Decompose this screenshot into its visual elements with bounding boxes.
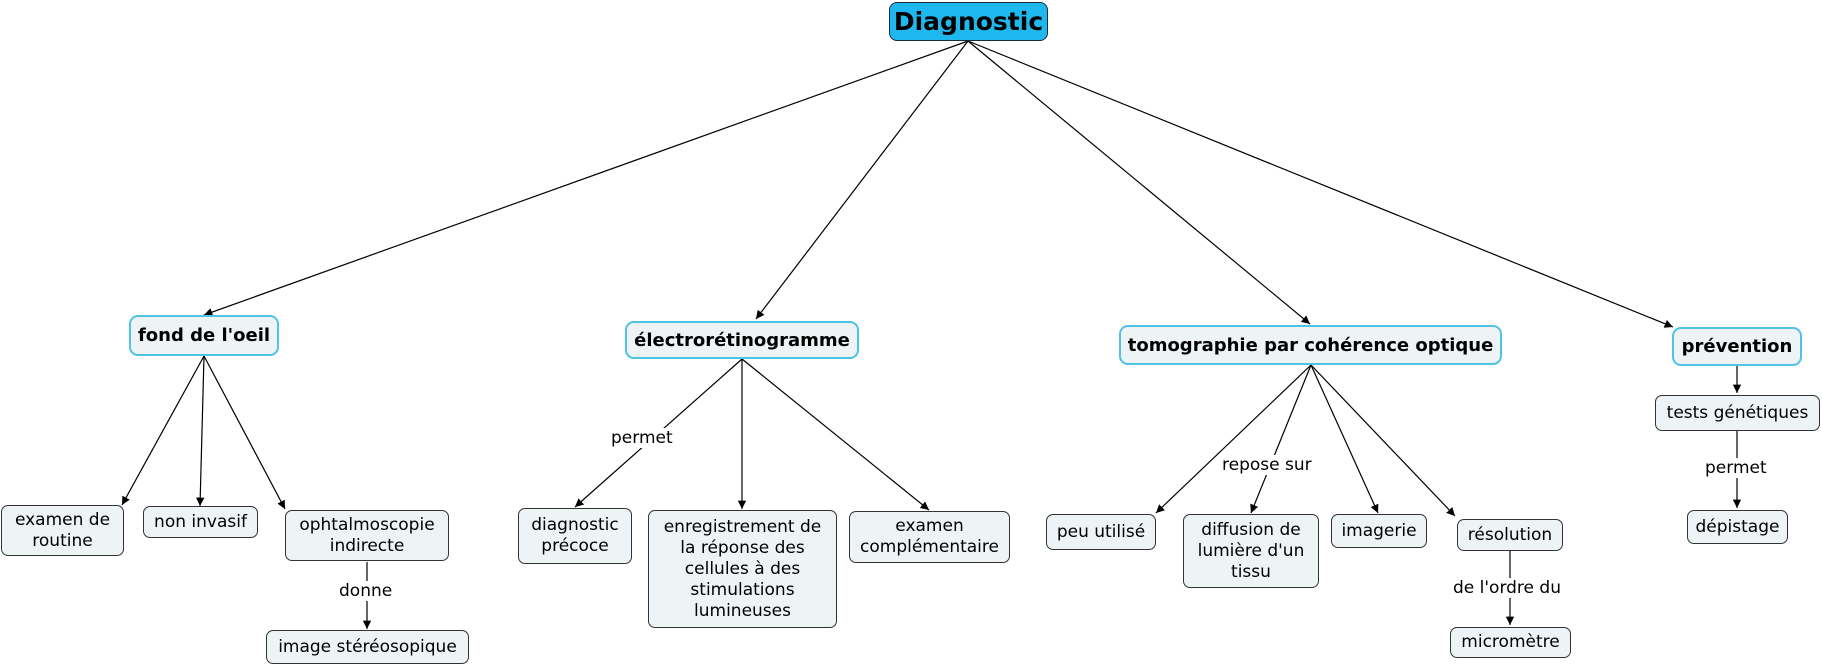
edge-root-oct <box>967 40 1311 325</box>
node-examen-de-routine[interactable]: examen de routine <box>1 505 124 556</box>
node-label: diffusion de lumière d'un tissu <box>1197 519 1305 582</box>
edge-oct-peu <box>1155 364 1312 514</box>
root-node-diagnostic[interactable]: Diagnostic <box>889 2 1048 41</box>
node-image-stereosopique[interactable]: image stéréosopique <box>266 630 469 664</box>
node-label: micromètre <box>1461 632 1560 652</box>
link-label-permet-erg: permet <box>609 428 675 448</box>
node-label: résolution <box>1467 524 1553 545</box>
node-label: examen de routine <box>14 509 111 551</box>
category-prevention[interactable]: prévention <box>1672 327 1802 366</box>
edge-fond-routine <box>121 355 205 506</box>
node-label: ophtalmoscopie indirecte <box>299 514 435 556</box>
node-micrometre[interactable]: micromètre <box>1450 627 1571 658</box>
edge-erg-complementaire <box>741 358 930 511</box>
node-label: diagnostic précoce <box>531 515 619 556</box>
node-label: examen complémentaire <box>860 516 999 557</box>
node-label: dépistage <box>1695 516 1780 537</box>
link-label-permet-prev: permet <box>1703 458 1769 478</box>
node-diagnostic-precoce[interactable]: diagnostic précoce <box>518 508 632 564</box>
edge-root-erg <box>755 40 969 320</box>
node-label: imagerie <box>1341 520 1417 541</box>
link-label-donne: donne <box>337 581 395 601</box>
edge-fond-noninvasif <box>196 355 205 507</box>
category-electroretinogramme[interactable]: électrorétinogramme <box>625 321 859 359</box>
node-examen-complementaire[interactable]: examen complémentaire <box>849 511 1010 563</box>
category-label: prévention <box>1681 336 1793 357</box>
node-depistage[interactable]: dépistage <box>1687 510 1788 544</box>
node-non-invasif[interactable]: non invasif <box>143 506 258 538</box>
node-tests-genetiques[interactable]: tests génétiques <box>1655 395 1820 431</box>
link-label-repose-sur: repose sur <box>1220 455 1314 475</box>
category-label: fond de l'oeil <box>137 325 271 346</box>
category-fond-de-l-oeil[interactable]: fond de l'oeil <box>129 315 279 356</box>
root-node-label: Diagnostic <box>893 7 1044 36</box>
edge-oct-imagerie <box>1310 364 1379 514</box>
node-label: non invasif <box>154 511 247 532</box>
node-peu-utilise[interactable]: peu utilisé <box>1046 514 1156 550</box>
node-label: tests génétiques <box>1666 402 1809 423</box>
edge-root-fond <box>203 40 969 317</box>
link-label-de-l-ordre-du: de l'ordre du <box>1451 578 1563 598</box>
category-label: tomographie par cohérence optique <box>1127 334 1494 356</box>
node-enregistrement[interactable]: enregistrement de la réponse des cellule… <box>648 510 837 628</box>
edge-root-prev <box>967 40 1674 328</box>
category-label: électrorétinogramme <box>634 329 850 351</box>
node-diffusion-de-lumiere[interactable]: diffusion de lumière d'un tissu <box>1183 514 1319 588</box>
node-label: enregistrement de la réponse des cellule… <box>663 516 822 621</box>
category-tomographie[interactable]: tomographie par cohérence optique <box>1119 325 1502 365</box>
node-resolution[interactable]: résolution <box>1457 519 1563 551</box>
edge-oct-diffusion <box>1250 364 1312 514</box>
node-label: image stéréosopique <box>278 636 457 657</box>
edge-fond-ophta <box>203 355 286 510</box>
node-label: peu utilisé <box>1056 521 1146 542</box>
node-imagerie[interactable]: imagerie <box>1331 514 1427 548</box>
edge-oct-resolution <box>1310 364 1456 517</box>
node-ophtalmoscopie-indirecte[interactable]: ophtalmoscopie indirecte <box>285 510 449 561</box>
